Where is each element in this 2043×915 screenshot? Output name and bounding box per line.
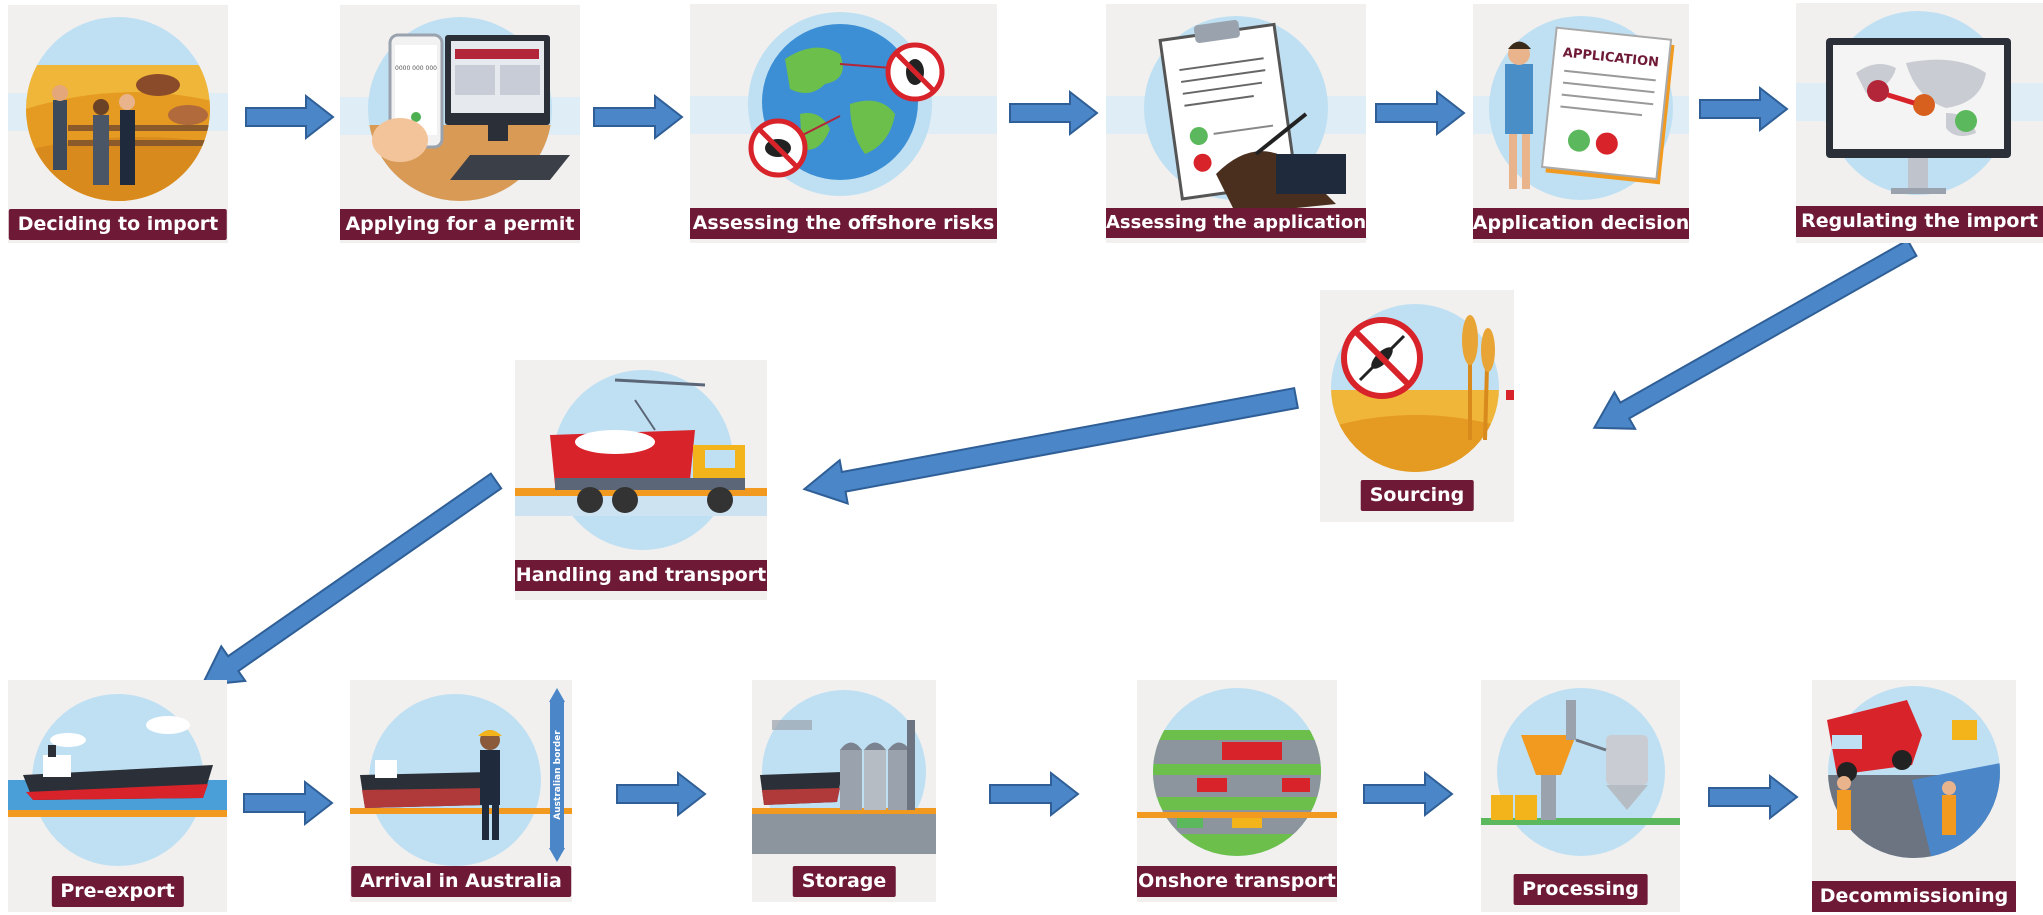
step-assessing-the-application: Assessing the application xyxy=(1106,4,1366,243)
processing-plant-icon xyxy=(1481,688,1680,856)
arrow-left-1 xyxy=(802,387,1299,505)
monitor-map-icon xyxy=(1826,11,2011,195)
step-label: Sourcing xyxy=(1360,480,1474,511)
farm-livestock-icon xyxy=(26,17,210,201)
step-pre-export: Pre-export xyxy=(8,680,227,912)
arrow-right-1 xyxy=(245,93,335,141)
step-label: Onshore transport xyxy=(1137,866,1337,897)
arrow-right-3 xyxy=(1009,89,1099,137)
step-application-decision: APPLICATION Application decision xyxy=(1473,4,1689,243)
tipper-truck-icon xyxy=(515,370,767,550)
arrow-right-4 xyxy=(1375,89,1466,137)
step-assessing-the-offshore-risks: Assessing the offshore risks xyxy=(690,4,997,243)
step-label: Handling and transport xyxy=(515,560,767,591)
application-document-icon: APPLICATION xyxy=(1489,16,1675,200)
arrow-right-10 xyxy=(1708,773,1799,821)
step-label: Pre-export xyxy=(51,876,184,907)
step-deciding-to-import: Deciding to import xyxy=(8,5,228,243)
arrow-right-8 xyxy=(989,770,1080,818)
step-label: Assessing the application xyxy=(1106,208,1366,238)
globe-pest-icon xyxy=(748,12,945,196)
van-workers-icon xyxy=(1827,686,2000,858)
arrow-down-left-1 xyxy=(1592,238,1918,430)
phone-screen-text: 0000 000 000 xyxy=(395,65,437,72)
step-label: Regulating the import xyxy=(1796,206,2043,237)
step-storage: Storage xyxy=(752,680,936,902)
clipboard-icon xyxy=(1144,16,1346,214)
wheat-mosquito-icon xyxy=(1331,304,1514,472)
step-label: Decommissioning xyxy=(1812,881,2016,912)
border-text: Australian border xyxy=(553,730,563,820)
step-sourcing: Sourcing xyxy=(1320,290,1514,522)
step-label: Application decision xyxy=(1473,208,1689,239)
arrow-right-5 xyxy=(1699,85,1789,133)
step-label: Assessing the offshore risks xyxy=(690,208,997,239)
step-label: Deciding to import xyxy=(8,209,228,240)
step-applying-for-a-permit: 0000 000 000 Applying for a permit xyxy=(340,5,580,243)
cargo-ship-icon xyxy=(8,694,227,866)
step-onshore-transport: Onshore transport xyxy=(1137,680,1337,902)
arrow-right-2 xyxy=(593,93,684,141)
highway-traffic-icon xyxy=(1137,688,1337,856)
arrow-down-left-2 xyxy=(200,472,503,687)
arrow-right-6 xyxy=(243,779,334,827)
arrow-right-9 xyxy=(1363,770,1454,818)
step-label: Applying for a permit xyxy=(340,209,580,240)
step-decommissioning: Decommissioning xyxy=(1812,680,2016,912)
arrow-right-7 xyxy=(616,770,707,818)
step-regulating-the-import: Regulating the import xyxy=(1796,3,2043,243)
step-arrival-in-australia: Australian border Arrival in Australia xyxy=(350,680,572,902)
step-processing: Processing xyxy=(1481,680,1680,912)
ship-inspector-icon: Australian border xyxy=(350,688,572,866)
step-label: Storage xyxy=(792,866,896,897)
step-handling-and-transport: Handling and transport xyxy=(515,360,767,600)
step-label: Arrival in Australia xyxy=(351,866,571,897)
step-label: Processing xyxy=(1513,874,1648,905)
phone-computer-icon: 0000 000 000 xyxy=(368,17,570,201)
silo-port-icon xyxy=(752,690,936,854)
